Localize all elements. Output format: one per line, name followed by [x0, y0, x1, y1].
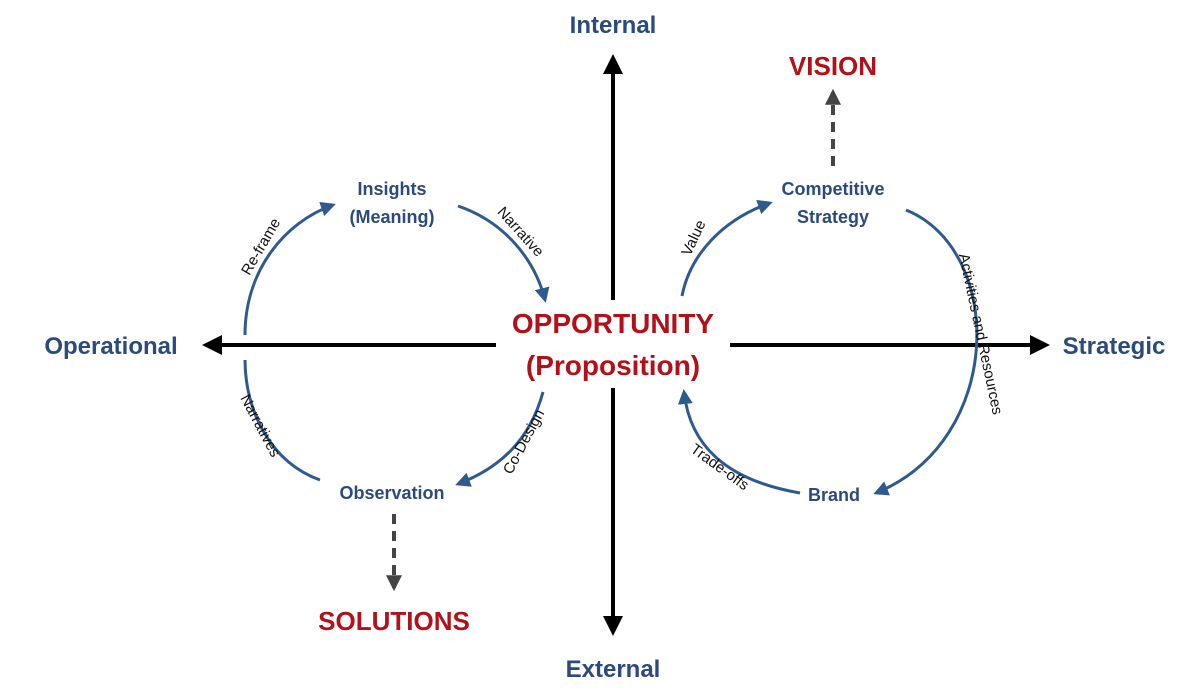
- center-proposition: (Proposition): [526, 350, 700, 381]
- outcome-vision: VISION: [789, 51, 877, 81]
- arrow-reframe: [243, 201, 336, 336]
- arrow-tradeoffs: [677, 389, 801, 495]
- node-insights: Insights: [357, 179, 426, 199]
- center-opportunity: OPPORTUNITY: [512, 308, 715, 339]
- axis-label-strategic: Strategic: [1063, 333, 1166, 360]
- arrow-activities-resources: [873, 208, 979, 496]
- arrow-codesign: [455, 391, 545, 487]
- edge-label-narratives: Narratives: [236, 392, 283, 460]
- node-brand: Brand: [808, 485, 860, 505]
- outcome-solutions: SOLUTIONS: [318, 606, 470, 636]
- axis-label-operational: Operational: [44, 333, 177, 360]
- arrow-narrative: [457, 204, 550, 303]
- edge-label-value: Value: [678, 218, 709, 259]
- node-competitive: Competitive: [781, 179, 884, 199]
- edge-label-activities-resources: Activities and Resources: [955, 252, 1006, 416]
- node-observation: Observation: [339, 483, 444, 503]
- node-strategy: Strategy: [797, 207, 869, 227]
- edge-label-tradeoffs: Trade-offs: [687, 441, 752, 494]
- arrow-narratives: [243, 359, 321, 482]
- arrow-value: [680, 199, 773, 297]
- axis-label-external: External: [566, 656, 661, 683]
- axis-label-internal: Internal: [570, 12, 657, 39]
- node-meaning: (Meaning): [350, 207, 435, 227]
- edge-label-codesign: Co-Design: [500, 407, 548, 478]
